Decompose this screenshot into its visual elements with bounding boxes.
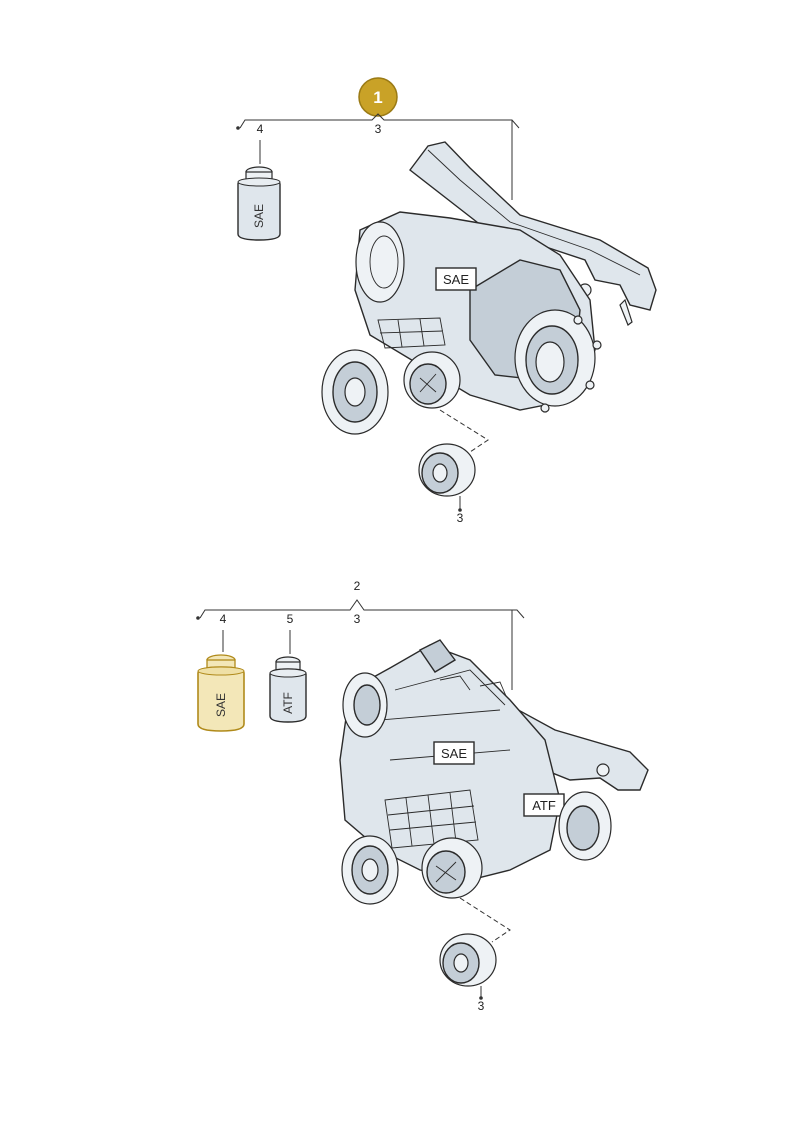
top-can-label: SAE bbox=[252, 204, 266, 228]
bottom-sae-can-callout: 4 bbox=[220, 612, 227, 626]
svg-text:SAE: SAE bbox=[441, 746, 467, 761]
bottom-assembly-group: 2 3 4 5 SAE ATF bbox=[196, 579, 649, 1013]
top-assembly-group: 1 3 4 SAE bbox=[236, 77, 657, 525]
bottom-bracket bbox=[199, 599, 525, 619]
position-badge-label: 1 bbox=[373, 88, 382, 107]
bottom-sae-oil-can[interactable]: SAE bbox=[197, 654, 245, 732]
bottom-atf-can-callout: 5 bbox=[287, 612, 294, 626]
bottom-atf-can-label: ATF bbox=[281, 692, 295, 714]
position-badge[interactable]: 1 bbox=[358, 77, 398, 117]
bottom-bracket-callout: 3 bbox=[354, 612, 361, 626]
svg-text:ATF: ATF bbox=[532, 798, 556, 813]
top-housing-sae-tag: SAE bbox=[435, 267, 477, 291]
top-can-callout: 4 bbox=[257, 122, 264, 136]
bottom-housing-atf-tag: ATF bbox=[523, 793, 565, 817]
bottom-atf-oil-can[interactable]: ATF bbox=[269, 656, 307, 723]
top-cap-callout: 3 bbox=[457, 511, 464, 525]
bottom-assembly-callout: 2 bbox=[354, 579, 361, 593]
bottom-rear-differential[interactable]: SAE ATF bbox=[339, 639, 649, 905]
top-sae-oil-can[interactable]: SAE bbox=[237, 166, 281, 241]
top-flange-cap[interactable] bbox=[418, 443, 476, 497]
bottom-flange-cap[interactable] bbox=[439, 933, 497, 987]
bottom-housing-sae-tag: SAE bbox=[433, 741, 475, 765]
bottom-sae-can-label: SAE bbox=[214, 693, 228, 717]
svg-text:SAE: SAE bbox=[443, 272, 469, 287]
bottom-cap-callout: 3 bbox=[478, 999, 485, 1013]
top-bracket-callout: 3 bbox=[375, 122, 382, 136]
top-rear-differential[interactable]: SAE bbox=[321, 141, 657, 435]
